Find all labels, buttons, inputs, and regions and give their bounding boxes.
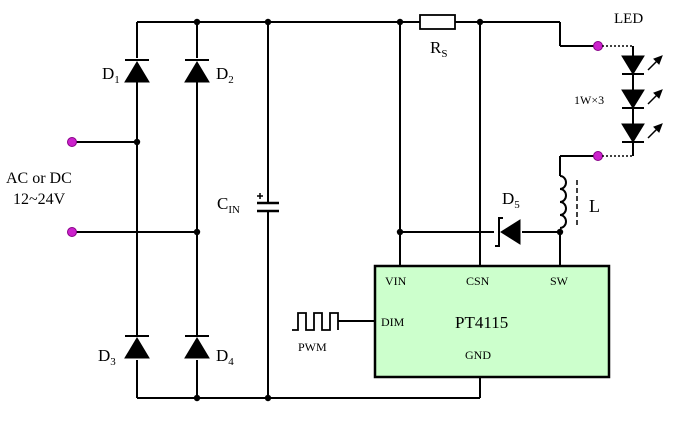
ic-body bbox=[373, 264, 611, 379]
capacitor-cin bbox=[257, 193, 279, 213]
led-rating: 1W×3 bbox=[574, 93, 604, 107]
ic-pin-csn: CSN bbox=[466, 274, 490, 288]
diode-d3 bbox=[124, 335, 150, 359]
ic-pin-vin: VIN bbox=[385, 274, 407, 288]
diode-d2 bbox=[184, 59, 210, 83]
ic-pin-sw: SW bbox=[550, 274, 569, 288]
ic-pin-gnd: GND bbox=[465, 348, 491, 362]
ic-name: PT4115 bbox=[455, 313, 508, 332]
resistor-label: RS bbox=[430, 38, 447, 60]
d3-label: D3 bbox=[98, 346, 116, 368]
d1-label: D1 bbox=[102, 64, 120, 86]
inductor-label: L bbox=[589, 196, 600, 216]
d2-label: D2 bbox=[216, 64, 234, 86]
led-title: LED bbox=[614, 11, 643, 27]
ic-pin-dim: DIM bbox=[381, 315, 405, 329]
diode-d1 bbox=[124, 59, 150, 83]
source-label-line2: 12~24V bbox=[13, 191, 66, 208]
pwm-waveform bbox=[292, 312, 339, 331]
diode-d5 bbox=[495, 217, 521, 247]
wires bbox=[76, 21, 596, 399]
junction-dots bbox=[133, 18, 564, 402]
capacitor-label: CIN bbox=[217, 194, 240, 216]
pwm-label: PWM bbox=[298, 340, 327, 354]
input-terminals bbox=[67, 137, 77, 237]
diode-d4 bbox=[184, 335, 210, 359]
resistor-rs bbox=[419, 14, 456, 30]
d4-label: D4 bbox=[216, 346, 234, 368]
led-string bbox=[593, 41, 663, 161]
d5-label: D5 bbox=[502, 189, 520, 211]
inductor-l bbox=[559, 175, 578, 229]
source-label-line1: AC or DC bbox=[6, 170, 72, 187]
